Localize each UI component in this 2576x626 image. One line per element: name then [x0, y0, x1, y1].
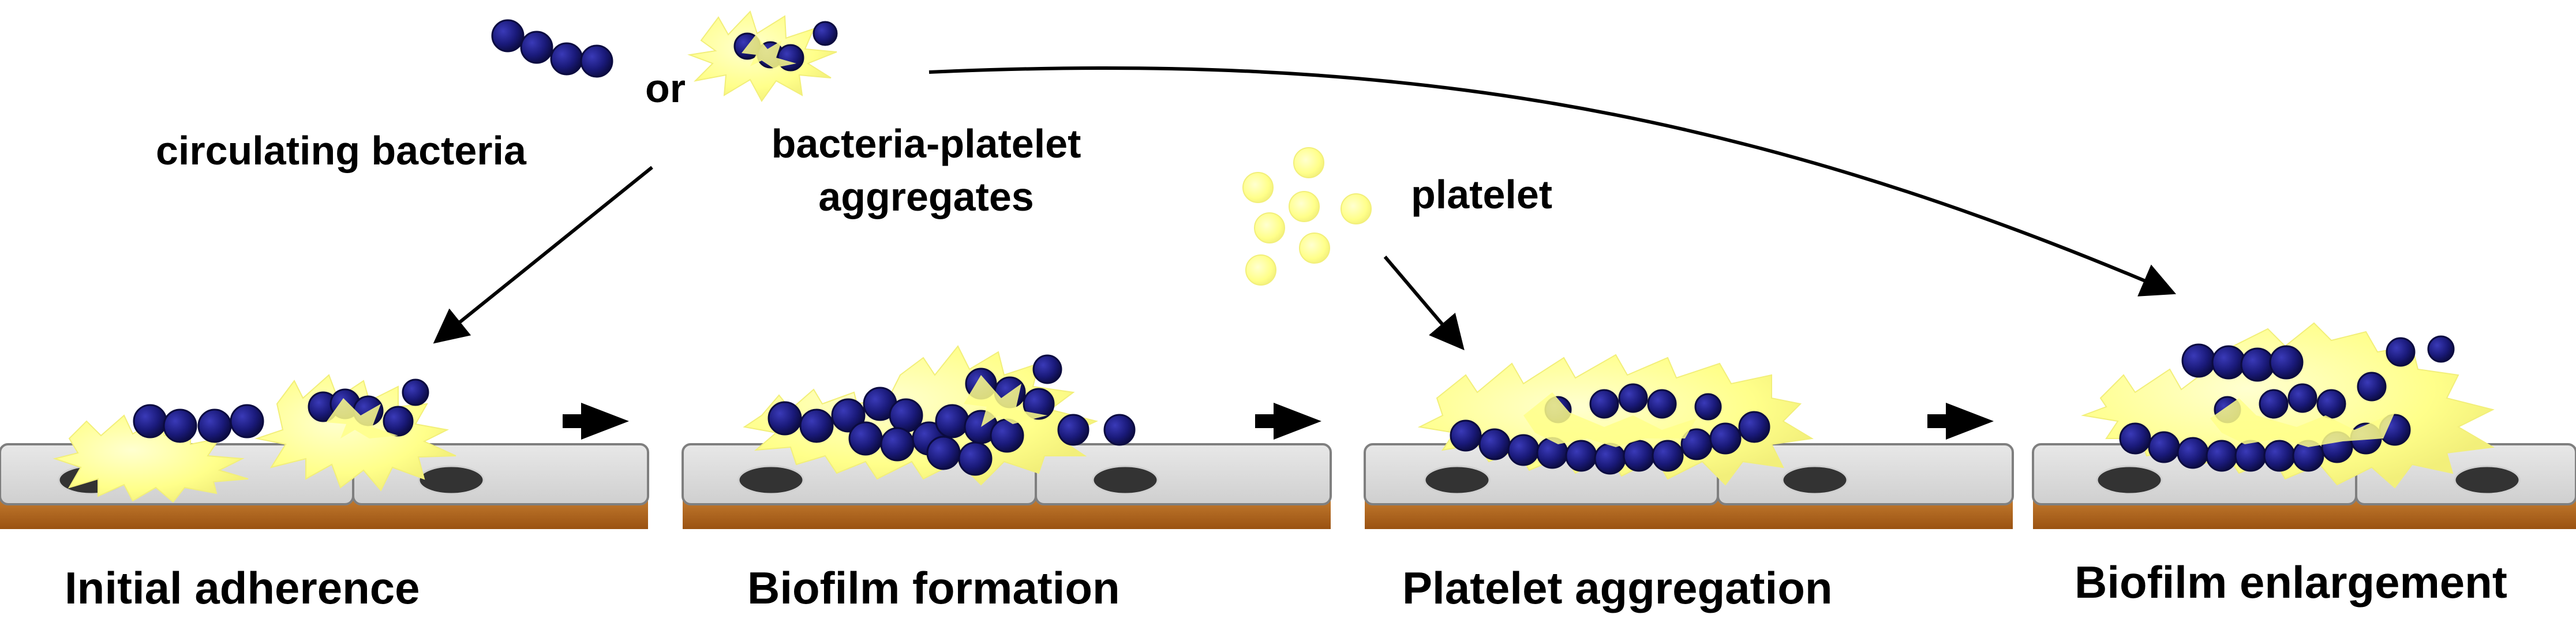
or-label: or	[645, 66, 686, 111]
circulating-bacteria-chain	[491, 19, 613, 78]
panel-initial-adherence	[0, 374, 649, 529]
stage-label-initial-adherence: Initial adherence	[65, 563, 420, 613]
bacteria-cluster-panel4	[2119, 335, 2455, 472]
panel-biofilm-formation	[682, 345, 1332, 529]
bacteria-platelet-label-line2: aggregates	[818, 174, 1034, 219]
free-platelets	[1242, 147, 1372, 286]
stage-label-biofilm-formation: Biofilm formation	[747, 563, 1120, 613]
bacteria-platelet-label-line1: bacteria-platelet	[771, 121, 1081, 166]
step-arrow-1	[563, 403, 629, 440]
stage-label-biofilm-enlargement: Biofilm enlargement	[2075, 557, 2507, 608]
circulating-bacteria-label: circulating bacteria	[156, 128, 526, 173]
step-arrow-2	[1255, 403, 1321, 440]
arrow-platelet-to-aggregation	[1383, 256, 1465, 351]
stage-label-platelet-aggregation: Platelet aggregation	[1402, 563, 1833, 613]
arrow-to-initial-adherence	[433, 166, 653, 344]
step-arrow-3	[1927, 403, 1994, 440]
platelet-label: platelet	[1411, 172, 1553, 217]
arrow-aggregate-to-enlargement	[928, 66, 2177, 297]
bacteria-cluster-panel2	[767, 354, 1136, 476]
panel-platelet-aggregation	[1364, 354, 2014, 529]
panel-biofilm-enlargement	[2032, 322, 2576, 529]
bacteria-platelet-aggregate-icon	[687, 10, 838, 102]
